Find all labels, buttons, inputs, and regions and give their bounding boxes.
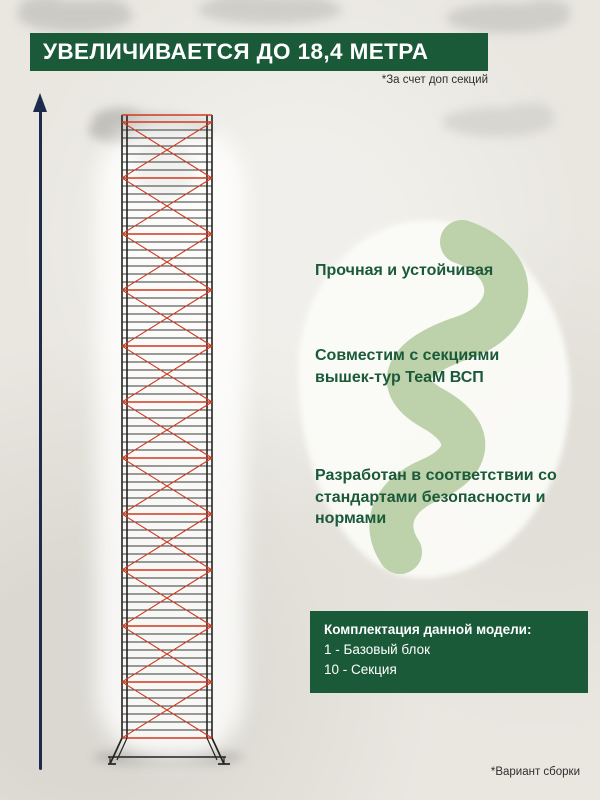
scaffold-tower-illustration <box>108 114 230 765</box>
package-title: Комплектация данной модели: <box>324 622 532 637</box>
feature-text: Совместим с секциями вышек-тур ТеаМ ВСП <box>315 347 500 386</box>
up-arrow-line <box>39 110 42 770</box>
banner-title: УВЕЛИЧИВАЕТСЯ ДО 18,4 МЕТРА <box>43 39 429 64</box>
package-item: 10 - Секция <box>324 662 397 678</box>
banner: УВЕЛИЧИВАЕТСЯ ДО 18,4 МЕТРА <box>30 33 488 71</box>
banner-footnote: *За счет доп секций <box>381 74 488 86</box>
package-box: Комплектация данной модели: 1 - Базовый … <box>310 611 588 693</box>
cloud <box>17 0 133 32</box>
tower-glow-decor <box>96 118 246 762</box>
package-item: 1 - Базовый блок <box>324 642 431 657</box>
cloud <box>198 0 342 24</box>
up-arrow-head-icon <box>33 93 47 112</box>
feature-text: Прочная и устойчивая <box>315 262 494 279</box>
cloud <box>442 103 554 137</box>
feature-text: Разработан в соответствии со стандартами… <box>315 467 557 528</box>
cloud <box>446 0 571 33</box>
footer-note: *Вариант сборки <box>490 766 580 778</box>
